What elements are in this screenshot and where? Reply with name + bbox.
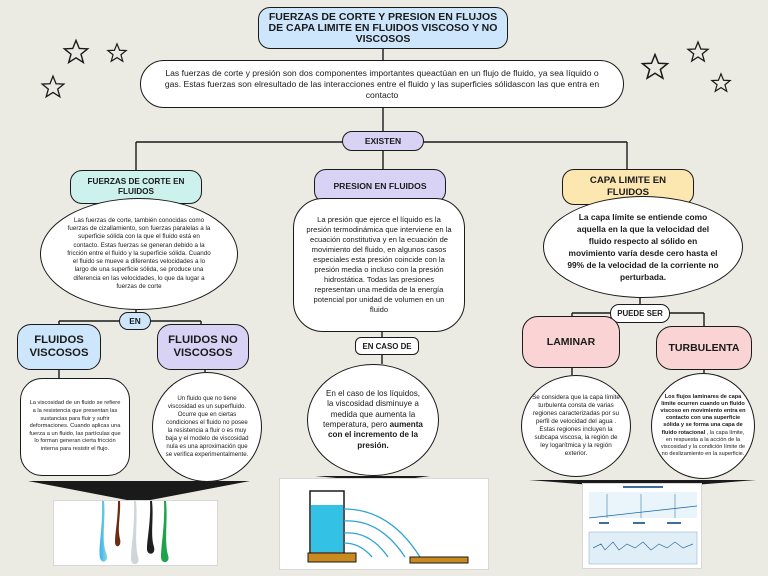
fluidos-viscosos-title: FLUIDOS VISCOSOS [17,324,101,370]
fluidos-no-viscosos-title: FLUIDOS NO VISCOSOS [157,324,249,370]
star-icon [640,52,670,80]
presion-description: La presión que ejerce el líquido es la p… [293,198,465,332]
fluidos-no-viscosos-description: Un fluido que no tiene viscosidad es un … [152,372,262,482]
fluidos-viscosos-description: La viscosidad de un fluido se refiere a … [20,378,130,476]
intro-text: Las fuerzas de corte y presión son dos c… [140,60,624,108]
connector-en-caso-de: EN CASO DE [355,337,419,355]
page-title: FUERZAS DE CORTE Y PRESION EN FLUJOS DE … [258,7,508,49]
turbulenta-text: , la capa límite, en respuesta a la acci… [660,429,746,458]
turbulenta-description: Los flujos laminares de capa límite ocur… [651,373,755,479]
boundary-layer-illustration [582,483,702,569]
laminar-title: LAMINAR [522,316,620,368]
connector-puede-ser: PUEDE SER [610,304,670,323]
star-icon [686,40,710,63]
category-presion: PRESION EN FLUIDOS [314,169,446,203]
connector-en: EN [119,312,151,330]
pressure-tank-illustration [279,478,489,570]
viscosity-case-text: En el caso de los líquidos, la viscosida… [323,389,421,429]
viscosity-case-emphasis: aumenta con el incremento de la presión. [328,420,423,450]
capa-limite-description: La capa límite se entiende como aquella … [543,196,743,298]
star-icon [710,72,732,93]
star-icon [62,38,90,65]
connector-existen: EXISTEN [342,131,424,151]
turbulenta-title: TURBULENTA [656,326,752,370]
star-icon [40,74,66,99]
star-icon [106,42,128,63]
laminar-description: Se considera que la capa límite turbulen… [521,375,631,477]
liquid-drops-illustration [53,500,218,566]
turbulenta-emphasis: Los flujos laminares de capa límite ocur… [660,393,746,436]
fuerzas-de-corte-description: Las fuerzas de corte, también conocidas … [40,198,238,310]
viscosity-case-description: En el caso de los líquidos, la viscosida… [307,364,439,476]
